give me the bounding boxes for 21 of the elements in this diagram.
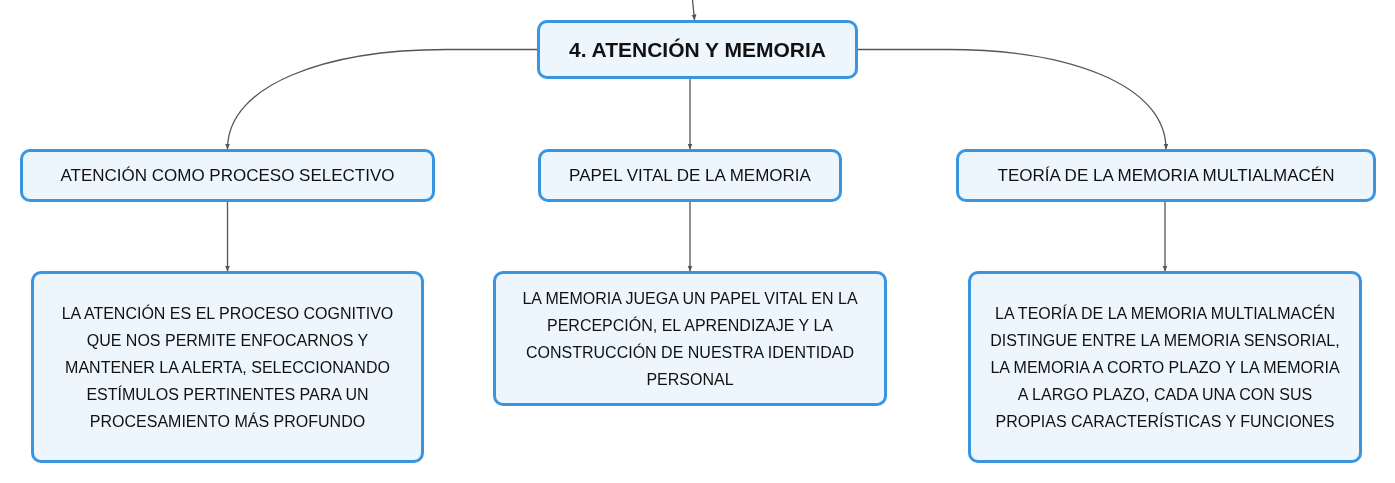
connector-arrow — [225, 201, 230, 272]
description-text: LA ATENCIÓN ES EL PROCESO COGNITIVO QUE NOS PERMITE ENFOCARNOS Y MANTENER LA ALERTA, SELECCIONANDO ESTÍMULOS PERTINENTES PARA UN PROCESAMIENTO MÁS PROFUNDO — [60, 303, 395, 432]
subtopic-label: TEORÍA DE LA MEMORIA MULTIALMACÉN — [997, 165, 1335, 186]
central-topic-label: 4. ATENCIÓN Y MEMORIA — [568, 37, 827, 62]
connector-arrow — [1162, 201, 1168, 272]
description-box — [493, 271, 887, 406]
connector-arrow — [225, 48, 538, 150]
connector-arrow — [687, 201, 693, 272]
description-box — [31, 271, 424, 463]
description-text: LA TEORÍA DE LA MEMORIA MULTIALMACÉN DISTINGUE ENTRE LA MEMORIA SENSORIAL, LA MEMORIA A CORTO PLAZO Y LA MEMORIA A LARGO PLAZO, CADA UNA CON SUS PROPIAS CARACTERÍSTICAS Y FUNCIONES — [989, 303, 1341, 432]
description-box — [968, 271, 1362, 463]
connector-arrow — [687, 78, 693, 150]
central-topic-box — [537, 20, 858, 79]
subtopic-label: ATENCIÓN COMO PROCESO SELECTIVO — [60, 165, 395, 186]
connector-arrow — [691, 0, 697, 21]
subtopic-box — [20, 149, 435, 202]
connector-arrow — [857, 48, 1168, 150]
subtopic-label: PAPEL VITAL DE LA MEMORIA — [569, 165, 811, 186]
description-text: LA MEMORIA JUEGA UN PAPEL VITAL EN LA PERCEPCIÓN, EL APRENDIZAJE Y LA CONSTRUCCIÓN DE NUESTRA IDENTIDAD PERSONAL — [521, 288, 859, 390]
subtopic-box — [956, 149, 1376, 202]
subtopic-box — [538, 149, 842, 202]
